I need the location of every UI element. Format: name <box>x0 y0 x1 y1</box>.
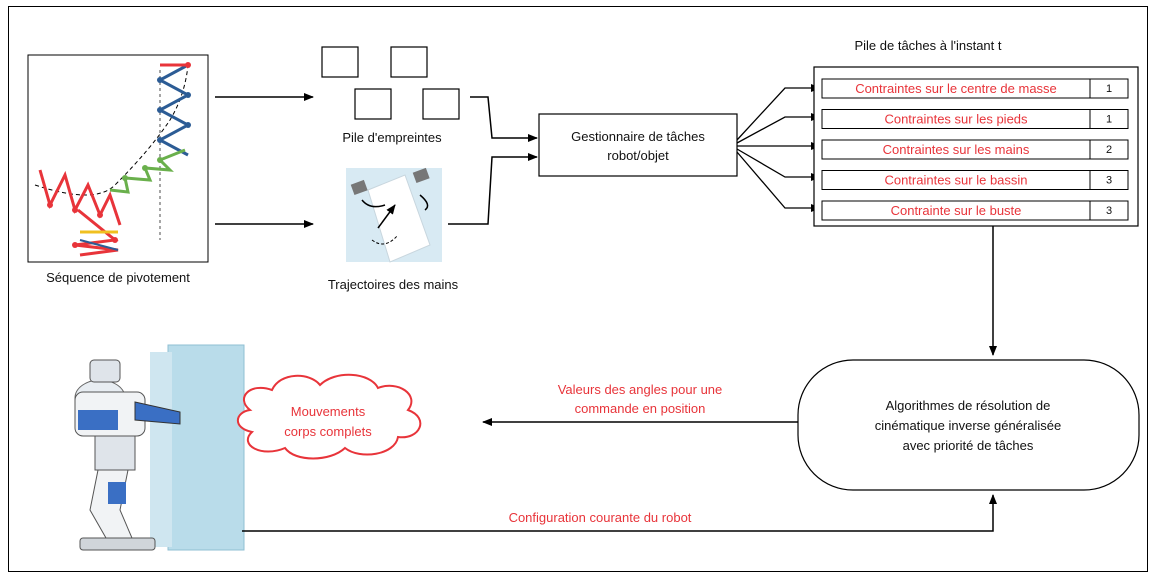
solver-box <box>797 359 1140 491</box>
task-priority: 3 <box>1106 205 1112 217</box>
task-priority: 1 <box>1106 83 1112 95</box>
whole-body-cloud <box>236 373 422 460</box>
task-name: Contraintes sur le bassin <box>884 173 1027 188</box>
cloud-label-line2: corps complets <box>284 424 372 439</box>
footprint-stack-label: Pile d'empreintes <box>342 130 442 145</box>
task-priority-cell <box>1089 139 1129 160</box>
task-row: Contraintes sur le bassin 3 <box>821 170 1129 190</box>
hand-trajectories-image <box>346 167 442 263</box>
task-name: Contraintes sur le centre de masse <box>855 81 1057 96</box>
solver-label-line1: Algorithmes de résolution de <box>886 398 1051 413</box>
solver-label-line2: cinématique inverse généralisée <box>875 418 1061 433</box>
angles-label-line1: Valeurs des angles pour une <box>558 382 723 397</box>
robot-image <box>74 344 245 551</box>
task-priority-cell <box>1089 78 1129 99</box>
task-priority: 3 <box>1106 175 1112 187</box>
task-name: Contraintes sur les pieds <box>884 112 1028 127</box>
solver-label-line3: avec priorité de tâches <box>903 438 1034 453</box>
angles-label-line2: commande en position <box>575 401 706 416</box>
task-priority: 1 <box>1106 114 1112 126</box>
task-row: Contraintes sur le centre de masse 1 <box>821 78 1129 99</box>
current-config-label: Configuration courante du robot <box>509 510 692 525</box>
task-row: Contraintes sur les pieds 1 <box>821 109 1129 129</box>
pivot-sequence-image <box>27 54 209 263</box>
task-priority-cell <box>1089 200 1129 221</box>
task-manager-box <box>538 113 738 177</box>
manager-to-tasks-arrows <box>736 84 821 212</box>
footprint-stack-image <box>321 46 460 120</box>
task-priority-cell <box>1089 109 1129 129</box>
arrow-hands-to-manager <box>448 153 538 225</box>
task-manager-label-line1: Gestionnaire de tâches <box>571 129 705 144</box>
task-priority: 2 <box>1106 144 1112 156</box>
diagram-frame <box>8 6 1148 572</box>
cloud-label-line1: Mouvements <box>291 404 366 419</box>
task-row: Contrainte sur le buste 3 <box>821 200 1129 221</box>
pivot-sequence-label: Séquence de pivotement <box>46 270 190 285</box>
task-manager-label-line2: robot/objet <box>607 148 669 163</box>
hand-trajectories-label: Trajectoires des mains <box>328 277 459 292</box>
task-name: Contraintes sur les mains <box>883 142 1030 157</box>
task-name: Contrainte sur le buste <box>891 203 1022 218</box>
task-row: Contraintes sur les mains 2 <box>821 139 1129 160</box>
task-stack-title: Pile de tâches à l'instant t <box>854 38 1001 53</box>
task-priority-cell <box>1089 170 1129 190</box>
arrow-robot-to-solver <box>242 494 997 532</box>
arrow-footprints-to-manager <box>470 96 538 142</box>
